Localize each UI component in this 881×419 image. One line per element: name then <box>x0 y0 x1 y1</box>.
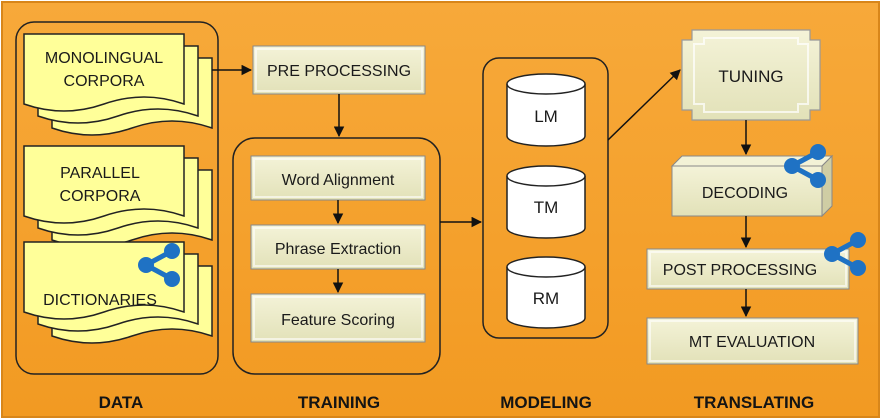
word-alignment-box: Word Alignment <box>250 155 426 201</box>
decoding-box: DECODING <box>670 154 834 218</box>
section-label-modeling: MODELING <box>500 393 592 412</box>
tuning-label: TUNING <box>718 67 783 86</box>
phrase-extraction-box: Phrase Extraction <box>250 224 426 270</box>
decoding-label: DECODING <box>702 185 788 202</box>
section-label-training: TRAINING <box>298 393 380 412</box>
lm-cylinder: LM <box>506 73 586 147</box>
section-label-translating: TRANSLATING <box>694 393 815 412</box>
tuning-box: TUNING <box>681 29 821 121</box>
tm-label: TM <box>534 198 559 217</box>
post-processing-label: POST PROCESSING <box>663 262 817 279</box>
rm-label: RM <box>533 289 559 308</box>
mt-evaluation-box: MT EVALUATION <box>646 317 859 365</box>
rm-cylinder: RM <box>506 256 586 329</box>
pre-processing-box <box>252 45 426 95</box>
lm-label: LM <box>534 107 558 126</box>
dictionaries-document: DICTIONARIES <box>23 241 213 344</box>
parallel-label-line2: CORPORA <box>60 188 141 205</box>
feature-scoring-label: Feature Scoring <box>281 312 395 329</box>
parallel-label-line1: PARALLEL <box>60 165 140 182</box>
monolingual-label-line2: CORPORA <box>64 73 145 90</box>
mt-evaluation-label: MT EVALUATION <box>689 334 815 351</box>
monolingual-label-line1: MONOLINGUAL <box>45 50 163 67</box>
phrase-extraction-label: Phrase Extraction <box>275 241 401 258</box>
post-processing-box: POST PROCESSING <box>646 248 850 290</box>
training-group-frame <box>232 137 441 375</box>
modeling-group-frame <box>482 57 609 339</box>
dictionaries-label: DICTIONARIES <box>43 292 157 309</box>
pre-processing-label: PRE PROCESSING <box>267 63 411 80</box>
feature-scoring-box: Feature Scoring <box>250 293 426 343</box>
tm-cylinder: TM <box>506 165 586 239</box>
parallel-corpora-document: PARALLEL CORPORA <box>23 145 213 248</box>
data-group-frame <box>15 21 219 375</box>
section-label-data: DATA <box>99 393 144 412</box>
pre-processing-box-bevel <box>255 48 423 92</box>
flow-arrows <box>212 64 752 318</box>
arrow-modeling-to-tuning <box>607 69 681 141</box>
monolingual-corpora-document: MONOLINGUAL CORPORA <box>23 33 213 136</box>
word-alignment-label: Word Alignment <box>282 172 395 189</box>
